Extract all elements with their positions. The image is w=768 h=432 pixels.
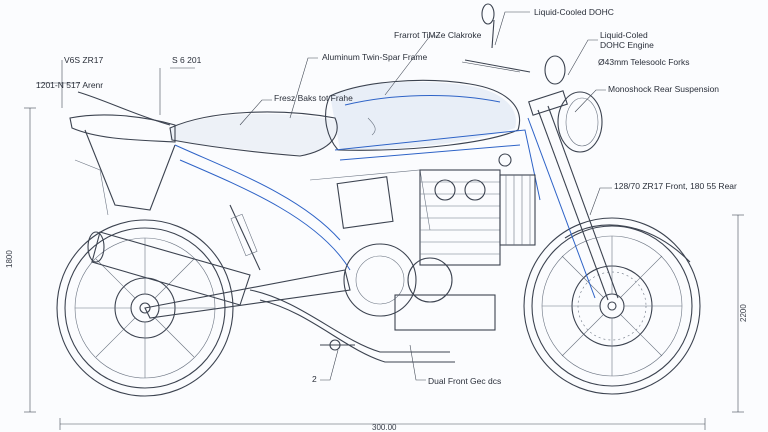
footpeg (320, 339, 355, 351)
headlight (544, 55, 603, 153)
handlebar-mirror (464, 3, 531, 73)
label-forks: Ø43mm Telesoolc Forks (598, 57, 689, 67)
label-engine-line1: Liquid-Coled (600, 30, 648, 40)
label-s201: S 6 201 (172, 55, 202, 65)
label-front-brake-frame: Fresz Baks tot Frahe (274, 93, 353, 103)
swingarm (144, 204, 351, 319)
dimension-right: 2200 (739, 304, 748, 322)
dimension-lines (24, 60, 744, 430)
seat-fill (170, 113, 337, 155)
tank-fill (330, 81, 516, 150)
label-tires: 128/70 ZR17 Front, 180 55 Rear (614, 181, 737, 191)
engine (336, 153, 536, 331)
seat (169, 111, 338, 157)
label-dual-front-discs: Dual Front Gec dcs (428, 376, 501, 386)
front-wheel (523, 217, 701, 395)
fuel-tank (325, 79, 520, 151)
label-engine-line2: DOHC Engine (600, 40, 654, 50)
dimension-left: 1800 (5, 250, 14, 268)
label-frame-stroke: Frarrot TiMZe Clakroke (394, 30, 482, 40)
label-rear-spec: 1201-N 517 Arenr (36, 80, 103, 90)
front-fork (527, 90, 619, 301)
label-monoshock: Monoshock Rear Suspension (608, 84, 719, 94)
frame (174, 129, 541, 271)
label-callout-2: 2 (312, 374, 317, 384)
label-v6s: V6S ZR17 (64, 55, 103, 65)
label-liquid-cooled-dohc: Liquid-Cooled DOHC (534, 7, 614, 17)
leader-lines (36, 11, 612, 381)
exhaust (87, 231, 455, 363)
label-aluminum-frame: Aluminum Twin-Spar Frame (322, 52, 427, 62)
dimension-bottom: 300.00 (372, 423, 397, 432)
tail-section (69, 91, 176, 216)
